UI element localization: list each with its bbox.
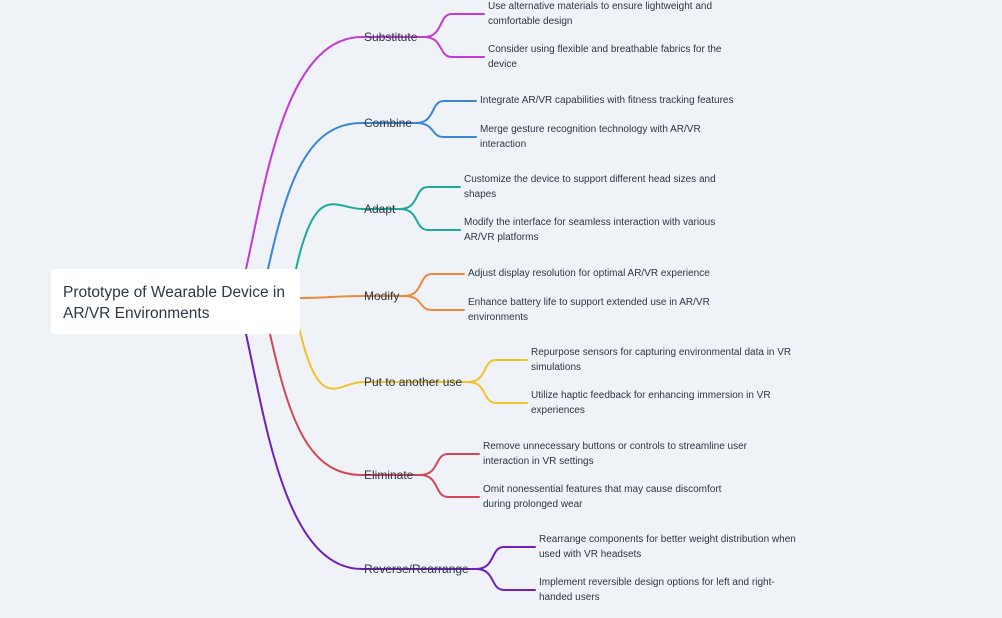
leaf-connector (467, 359, 528, 383)
leaf-connector (423, 13, 485, 38)
central-topic-title: Prototype of Wearable Device in AR/VR En… (63, 284, 285, 322)
leaf-substitute-2[interactable]: Consider using flexible and breathable f… (488, 43, 753, 72)
leaf-adapt-2[interactable]: Modify the interface for seamless intera… (464, 216, 739, 245)
leaf-reverse-rearrange-2[interactable]: Implement reversible design options for … (539, 576, 801, 605)
leaf-text: Omit nonessential features that may caus… (483, 484, 722, 510)
branch-combine[interactable]: Combine (364, 116, 412, 131)
leaf-text: Enhance battery life to support extended… (468, 297, 710, 323)
leaf-text: Rearrange components for better weight d… (539, 534, 796, 560)
leaf-connector (423, 36, 485, 58)
leaf-reverse-rearrange-1[interactable]: Rearrange components for better weight d… (539, 533, 804, 562)
branch-label: Modify (364, 289, 400, 303)
branch-substitute[interactable]: Substitute (364, 30, 417, 45)
leaf-eliminate-2[interactable]: Omit nonessential features that may caus… (483, 483, 748, 512)
branch-label: Combine (364, 116, 413, 130)
leaf-adapt-1[interactable]: Customize the device to support differen… (464, 173, 739, 202)
leaf-connector (467, 381, 528, 404)
leaf-text: Repurpose sensors for capturing environm… (531, 347, 792, 373)
branch-label: Put to another use (364, 375, 463, 389)
leaf-connector (403, 295, 465, 311)
branch-connector (295, 203, 363, 270)
branch-adapt[interactable]: Adapt (364, 202, 395, 217)
leaf-connector (475, 568, 536, 591)
leaf-put-to-another-use-1[interactable]: Repurpose sensors for capturing environm… (531, 346, 796, 375)
leaf-text: Use alternative materials to ensure ligh… (488, 1, 713, 27)
leaf-modify-2[interactable]: Enhance battery life to support extended… (468, 296, 728, 325)
leaf-combine-1[interactable]: Integrate AR/VR capabilities with fitnes… (480, 94, 770, 109)
leaf-text: Consider using flexible and breathable f… (488, 44, 722, 70)
leaf-connector (475, 546, 536, 570)
leaf-text: Integrate AR/VR capabilities with fitnes… (480, 95, 734, 106)
branch-connector (299, 295, 363, 299)
leaf-connector (403, 273, 465, 297)
branch-put-to-another-use[interactable]: Put to another use (364, 375, 462, 390)
leaf-text: Implement reversible design options for … (539, 577, 775, 603)
branch-reverse-rearrange[interactable]: Reverse/Rearrange (364, 562, 469, 577)
leaf-text: Merge gesture recognition technology wit… (480, 124, 701, 150)
central-topic[interactable]: Prototype of Wearable Device in AR/VR En… (51, 269, 300, 334)
branch-modify[interactable]: Modify (364, 289, 399, 304)
leaf-connector (399, 208, 461, 231)
branch-connector (269, 333, 363, 476)
branch-label: Adapt (364, 202, 396, 216)
branch-label: Eliminate (364, 468, 414, 482)
leaf-text: Customize the device to support differen… (464, 174, 716, 200)
leaf-modify-1[interactable]: Adjust display resolution for optimal AR… (468, 267, 758, 282)
branch-connector (267, 122, 363, 270)
branch-label: Substitute (364, 30, 418, 44)
leaf-eliminate-1[interactable]: Remove unnecessary buttons or controls t… (483, 440, 753, 469)
branch-label: Reverse/Rearrange (364, 562, 469, 576)
leaf-connector (399, 186, 461, 210)
branch-connector (245, 36, 363, 270)
leaf-connector (419, 474, 480, 498)
branch-connector (298, 326, 363, 390)
branch-eliminate[interactable]: Eliminate (364, 468, 413, 483)
leaf-text: Modify the interface for seamless intera… (464, 217, 716, 243)
branch-connector (245, 333, 363, 570)
leaf-text: Adjust display resolution for optimal AR… (468, 268, 710, 279)
leaf-combine-2[interactable]: Merge gesture recognition technology wit… (480, 123, 730, 152)
leaf-text: Utilize haptic feedback for enhancing im… (531, 390, 771, 416)
leaf-connector (419, 453, 480, 476)
leaf-substitute-1[interactable]: Use alternative materials to ensure ligh… (488, 0, 743, 29)
leaf-connector (415, 100, 477, 124)
leaf-put-to-another-use-2[interactable]: Utilize haptic feedback for enhancing im… (531, 389, 791, 418)
leaf-connector (415, 122, 477, 138)
leaf-text: Remove unnecessary buttons or controls t… (483, 441, 748, 467)
